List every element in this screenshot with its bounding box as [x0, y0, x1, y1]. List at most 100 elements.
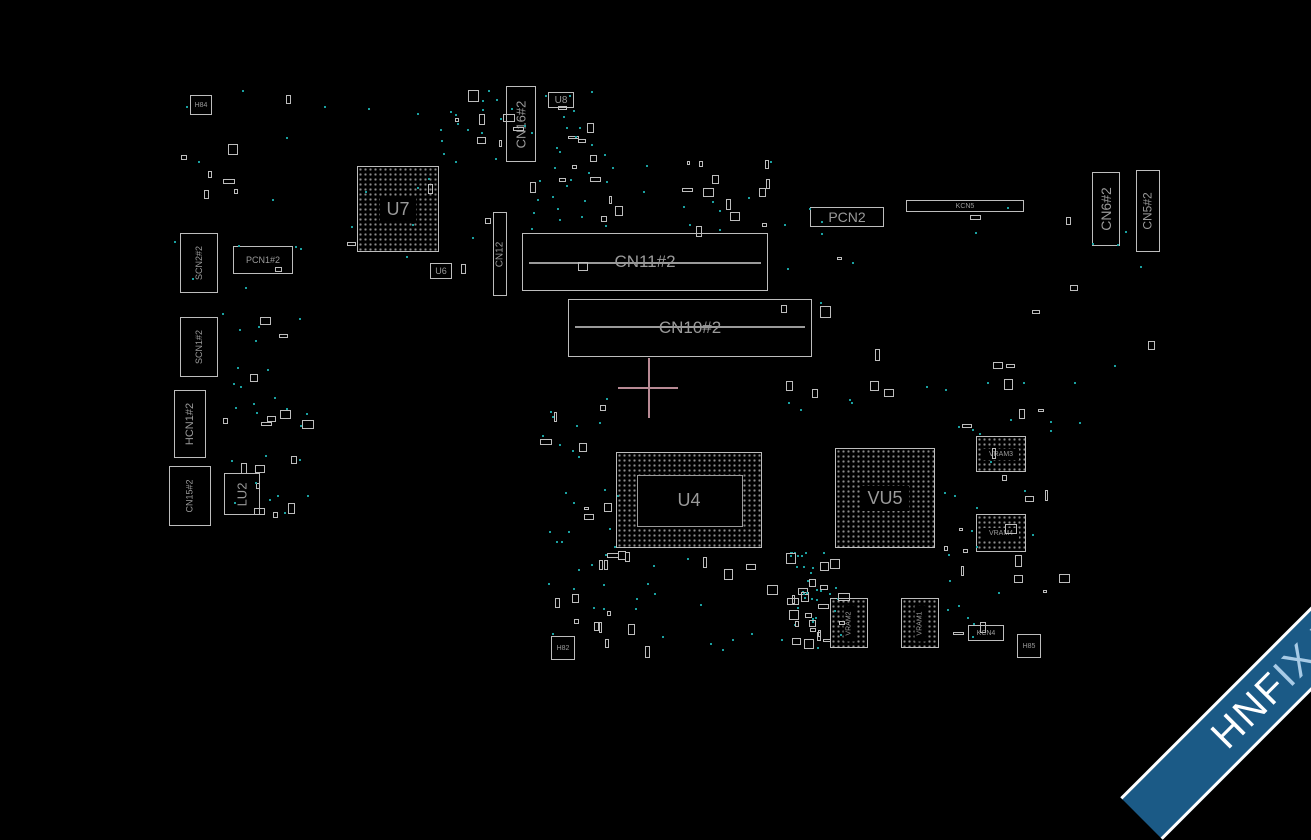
smd-pad	[603, 560, 608, 570]
test-point	[972, 428, 975, 431]
test-point	[605, 553, 608, 556]
test-point	[482, 109, 485, 112]
smd-pad	[1015, 555, 1022, 567]
test-point	[591, 143, 594, 146]
connector-cn15[interactable]: CN15#2	[169, 466, 211, 526]
chip-u7[interactable]: U7	[357, 166, 439, 252]
mount-hole-h82[interactable]: H82	[551, 636, 575, 660]
test-point	[966, 617, 969, 620]
chip-vram2[interactable]: VRAM2	[830, 598, 868, 648]
test-point	[440, 139, 443, 142]
smd-pad	[810, 628, 817, 632]
test-point	[572, 110, 575, 113]
test-point	[244, 287, 247, 290]
connector-cn11[interactable]: CN11#2	[522, 233, 768, 291]
test-point	[231, 460, 234, 463]
smd-pad	[979, 621, 987, 634]
smd-pad	[598, 622, 602, 633]
test-point	[606, 397, 609, 400]
test-point	[306, 413, 309, 416]
smd-pad	[286, 94, 291, 105]
connector-cn10[interactable]: CN10#2	[568, 299, 812, 357]
connector-cn12[interactable]: CN12	[493, 212, 507, 296]
test-point	[611, 167, 614, 170]
smd-pad	[254, 508, 265, 515]
test-point	[803, 596, 806, 599]
smd-pad	[267, 415, 276, 423]
smd-pad	[829, 559, 840, 569]
test-point	[605, 181, 608, 184]
test-point	[555, 146, 558, 149]
test-point	[256, 412, 259, 415]
connector-pcn1[interactable]: PCN1#2	[233, 246, 293, 274]
test-point	[986, 381, 989, 384]
connector-cn6[interactable]: CN6#2	[1092, 172, 1120, 246]
test-point	[802, 565, 805, 568]
test-point	[850, 402, 853, 405]
cursor-crosshair-vertical	[648, 358, 650, 418]
connector-scn1[interactable]: SCN1#2	[180, 317, 218, 377]
smd-pad	[801, 592, 810, 603]
smd-pad	[809, 578, 816, 588]
connector-hcn1[interactable]: HCN1#2	[174, 390, 206, 458]
test-point	[542, 435, 545, 438]
test-point	[809, 572, 812, 575]
connector-cn16[interactable]: CN16#2	[506, 86, 536, 162]
smd-pad	[476, 136, 486, 145]
test-point	[537, 199, 540, 202]
test-point	[719, 209, 722, 212]
chip-vu5[interactable]: VU5	[835, 448, 935, 548]
test-point	[573, 588, 576, 591]
mount-hole-h84[interactable]: H84	[190, 95, 212, 115]
test-point	[834, 610, 837, 613]
test-point	[222, 313, 225, 316]
test-point	[238, 329, 241, 332]
test-point	[416, 113, 419, 116]
smd-pad	[787, 598, 799, 606]
smd-pad	[712, 174, 719, 184]
smd-pad	[819, 584, 828, 590]
smd-pad	[1013, 574, 1023, 583]
test-point	[495, 99, 498, 101]
smd-pad	[478, 114, 486, 126]
smd-pad	[279, 409, 291, 419]
smd-pad	[302, 419, 315, 429]
test-point	[300, 248, 303, 251]
chip-vram3[interactable]: VRAM3	[976, 436, 1026, 472]
test-point	[598, 421, 601, 424]
component-u6[interactable]: U6	[430, 263, 452, 279]
test-point	[549, 530, 552, 533]
chip-vram4[interactable]: VRAM4	[976, 514, 1026, 552]
smd-pad	[1002, 475, 1008, 481]
test-point	[811, 566, 814, 569]
connector-pcn2[interactable]: PCN2	[810, 207, 884, 227]
test-point	[568, 95, 571, 98]
test-point	[1007, 207, 1010, 210]
test-point	[947, 553, 950, 556]
test-point	[603, 488, 606, 491]
smd-pad	[259, 316, 272, 325]
smd-pad	[261, 421, 273, 426]
smd-pad	[589, 176, 602, 182]
connector-cn5[interactable]: CN5#2	[1136, 170, 1160, 252]
test-point	[511, 107, 514, 110]
smd-pad	[1058, 574, 1070, 584]
mount-hole-h85[interactable]: H85	[1017, 634, 1041, 658]
test-point	[530, 132, 533, 135]
test-point	[957, 426, 960, 429]
connector-kcn5[interactable]: KCN5	[906, 200, 1024, 212]
chip-u4[interactable]: U4	[616, 452, 762, 548]
test-point	[481, 131, 484, 134]
smd-pad	[572, 164, 577, 169]
connector-scn2[interactable]: SCN2#2	[180, 233, 218, 293]
test-point	[286, 137, 289, 140]
test-point	[834, 586, 837, 589]
smd-pad	[255, 482, 261, 489]
test-point	[253, 402, 256, 405]
component-u8[interactable]: U8	[548, 92, 574, 108]
test-point	[781, 639, 784, 642]
smd-pad	[579, 442, 588, 452]
test-point	[789, 554, 792, 557]
chip-vram1[interactable]: VRAM1	[901, 598, 939, 648]
test-point	[591, 564, 594, 567]
